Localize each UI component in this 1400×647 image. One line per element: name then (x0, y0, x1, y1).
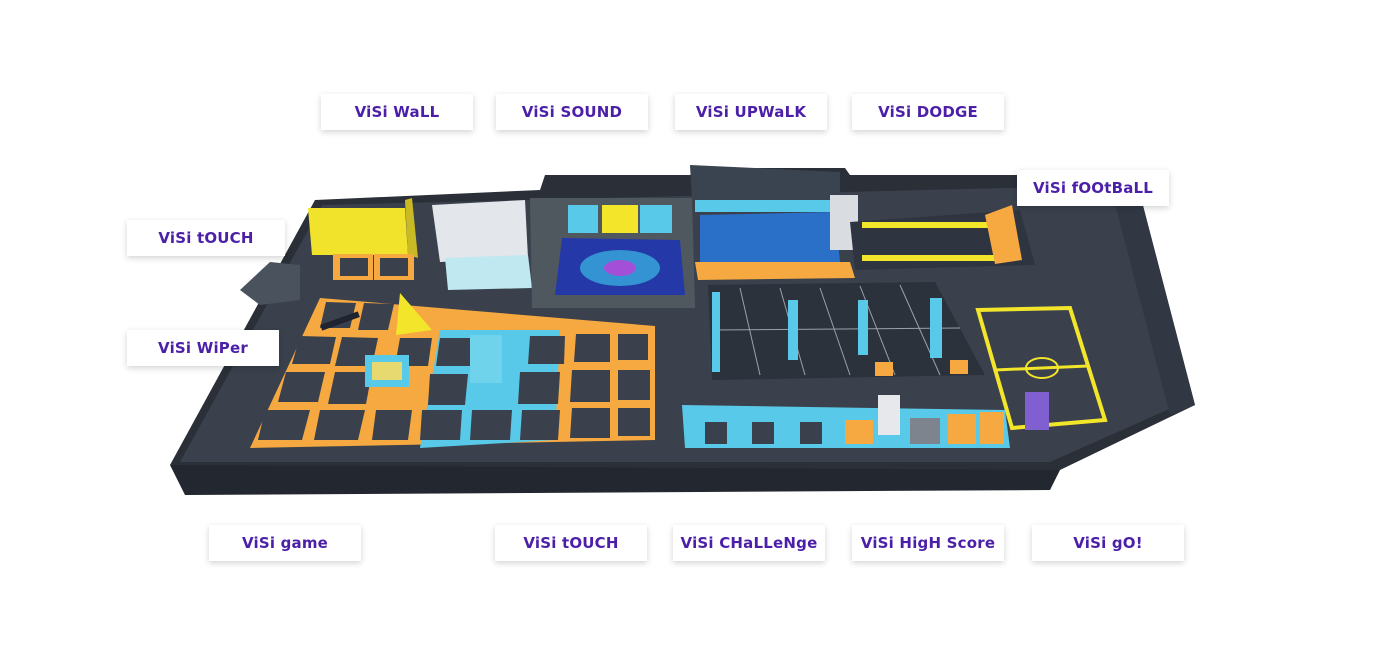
upwalk-rail (695, 200, 835, 212)
visi-sound-area (530, 198, 695, 308)
highscore-grid-5 (899, 284, 941, 376)
sound-pad-3 (640, 205, 672, 233)
highscore-pillar-3 (858, 300, 868, 355)
touch-pit-1-inner (340, 258, 368, 276)
label-visi-touch-left: ViSi tOUCH (127, 220, 285, 256)
right-wall (1110, 175, 1195, 415)
label-visi-upwalk: ViSi UPWaLK (675, 94, 827, 130)
side-step-left (240, 262, 300, 305)
go-pit-1 (910, 418, 940, 444)
label-visi-challenge: ViSi CHaLLeNge (673, 525, 825, 561)
touch-back-wall (308, 208, 408, 255)
dodge-rail-bottom (862, 255, 1012, 261)
label-visi-dodge: ViSi DODGE (852, 94, 1004, 130)
grid-cells (258, 302, 650, 440)
label-visi-go: ViSi gO! (1032, 525, 1184, 561)
challenge-pit-2 (752, 422, 774, 444)
wiper-ramp (396, 293, 432, 335)
highscore-pillar-1 (712, 292, 720, 372)
touch-side-wall (405, 198, 418, 258)
visi-game-grid (250, 293, 655, 448)
touch-pit-2-inner (380, 258, 408, 276)
highscore-grid-h (711, 327, 961, 331)
football-midline (994, 364, 1089, 372)
visi-dodge-area (850, 205, 1035, 270)
visi-football-area (975, 305, 1108, 431)
dodge-rail-top (862, 222, 1012, 228)
challenge-tower (878, 395, 900, 435)
highscore-pillar-2 (788, 300, 798, 360)
challenge-pit-1 (705, 422, 727, 444)
sound-pad-1 (568, 205, 598, 233)
challenge-pit-3 (800, 422, 822, 444)
game-screen-inner (372, 362, 402, 380)
football-circle (1025, 357, 1059, 379)
visi-touch-wall-area (308, 198, 418, 280)
visi-upwalk-area (690, 165, 858, 280)
upwalk-back (690, 165, 840, 200)
highscore-floor (708, 282, 985, 380)
go-pit-3 (980, 412, 1004, 444)
highscore-grid-3 (819, 287, 851, 376)
label-visi-game: ViSi game (209, 525, 361, 561)
highscore-block-2 (950, 360, 968, 374)
football-field (975, 305, 1108, 431)
upwalk-floor (695, 262, 855, 280)
challenge-pit-4 (845, 420, 873, 444)
visi-wall-area (432, 200, 532, 290)
label-visi-wall: ViSi WaLL (321, 94, 473, 130)
football-goal (1025, 392, 1049, 430)
highscore-grid-1 (739, 287, 761, 376)
label-visi-football: ViSi fOOtBaLL (1017, 170, 1169, 206)
go-pit-2 (948, 414, 976, 444)
visi-highscore-area (708, 282, 985, 380)
label-visi-sound: ViSi SOUND (496, 94, 648, 130)
touch-tower (470, 335, 502, 383)
highscore-block-1 (875, 362, 893, 376)
wiper-arm (320, 311, 360, 331)
visi-challenge-strip (682, 395, 1010, 448)
label-visi-wiper: ViSi WiPer (127, 330, 279, 366)
upwalk-ramp (700, 212, 840, 264)
front-wall (170, 465, 1060, 495)
wall-floor-pad (445, 255, 532, 290)
label-visi-touch-bottom: ViSi tOUCH (495, 525, 647, 561)
wall-panel (432, 200, 528, 262)
dodge-ramp (985, 205, 1022, 264)
sound-screen-core (604, 260, 636, 276)
label-visi-high-score: ViSi HigH Score (852, 525, 1004, 561)
sound-pad-2 (602, 205, 638, 233)
highscore-pillar-4 (930, 298, 942, 358)
